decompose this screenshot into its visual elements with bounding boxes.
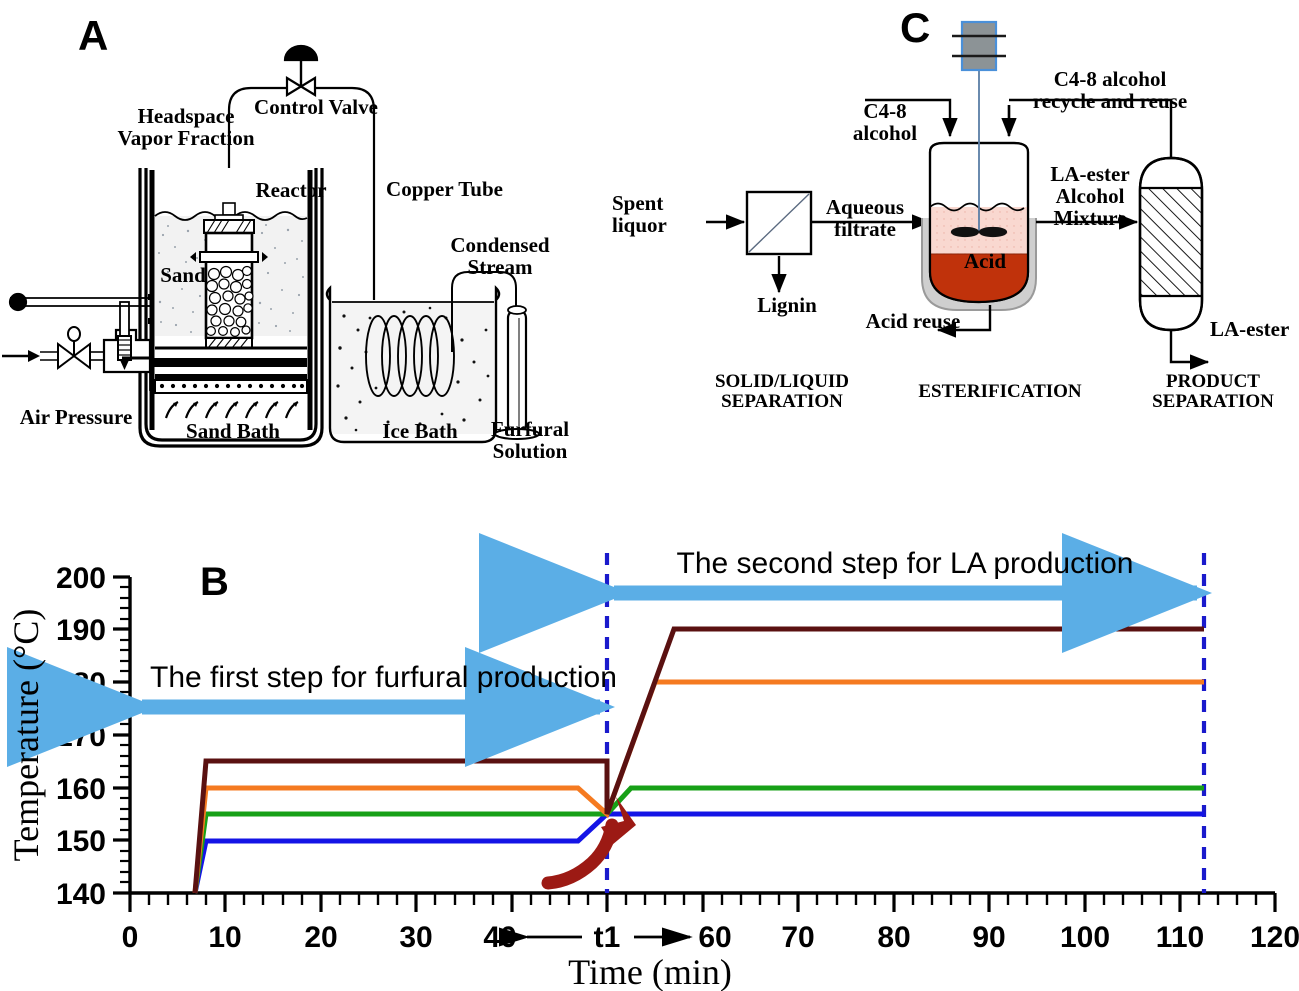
furfural-test-tube xyxy=(494,305,540,440)
label-copper-tube: Copper Tube xyxy=(386,177,503,201)
panel-b-chart: B 2 xyxy=(6,533,1299,991)
hand-valve-icon xyxy=(57,326,91,370)
panel-a-apparatus-diagram xyxy=(2,44,540,448)
x-tick-label: 70 xyxy=(781,921,814,954)
second-step-label: The second step for LA production xyxy=(677,547,1134,580)
panel-b-letter: B xyxy=(200,560,229,604)
air-flow-arrows-icon xyxy=(164,401,299,419)
arrow-la-ester-product xyxy=(1169,330,1210,370)
arrow-acid-reuse xyxy=(936,305,992,338)
y-tick-label: 170 xyxy=(56,720,106,753)
x-tick-label: 30 xyxy=(399,921,432,954)
control-valve-icon xyxy=(283,44,319,97)
y-tick-label: 150 xyxy=(56,825,106,858)
chart-vlines xyxy=(604,553,1207,893)
first-step-label: The first step for furfural production xyxy=(150,661,617,694)
x-axis-title: Time (min) xyxy=(568,952,732,991)
x-tick-label: 10 xyxy=(208,921,241,954)
product-separation-column xyxy=(1138,156,1204,332)
solid-liquid-filter-box xyxy=(745,190,813,256)
annotation-first-step: The first step for furfural production xyxy=(6,647,617,767)
ice-bath-vessel xyxy=(325,271,517,444)
y-tick-label: 180 xyxy=(56,667,106,700)
x-tick-label: 80 xyxy=(877,921,910,954)
pressure-gauge-icon xyxy=(8,292,28,312)
label-air-pressure: Air Pressure xyxy=(19,405,133,429)
x-tick-label: 40 xyxy=(483,921,516,954)
x-tick-label: 0 xyxy=(122,921,139,954)
reactor-vessel xyxy=(190,202,268,349)
series-line-maroon xyxy=(192,626,1204,894)
x-axis-ticks xyxy=(128,893,1277,912)
y-axis-title: Temperature (°C) xyxy=(6,609,46,862)
stirrer-motor-icon xyxy=(952,20,1006,72)
caption-esterification: ESTERIFICATION xyxy=(918,381,1082,402)
label-reactor: Reactor xyxy=(255,178,327,202)
label-acid-reuse: Acid reuse xyxy=(865,309,961,333)
ramp-curved-arrow-icon xyxy=(541,797,636,890)
y-tick-label: 140 xyxy=(56,878,106,911)
air-pressure-assembly xyxy=(2,292,156,391)
x-tick-label: 20 xyxy=(304,921,337,954)
chart-axes xyxy=(128,577,1275,895)
copper-tube-line xyxy=(227,86,376,352)
panel-a-letter: A xyxy=(78,12,109,59)
arrow-c48-alcohol-feed xyxy=(865,98,958,138)
x-axis-tick-labels: 0 10 20 30 40 t1 60 70 80 90 100 110 120 xyxy=(122,921,1299,954)
x-tick-label: 110 xyxy=(1156,921,1204,954)
panel-c-process-diagram xyxy=(706,20,1210,370)
y-tick-label: 190 xyxy=(56,614,106,647)
y-tick-label: 160 xyxy=(56,773,106,806)
label-control-valve: Control Valve xyxy=(254,95,378,119)
x-tick-label: 90 xyxy=(972,921,1005,954)
x-tick-label: 120 xyxy=(1250,921,1299,954)
x-tick-label-t1: t1 xyxy=(594,921,621,954)
y-tick-label: 200 xyxy=(56,562,106,595)
annotation-second-step: The second step for LA production xyxy=(479,533,1212,653)
y-axis-tick-labels: 200 190 180 170 160 150 140 xyxy=(56,562,106,911)
label-la-ester-product: LA-ester xyxy=(1210,317,1290,341)
esterification-reactor xyxy=(921,20,1037,311)
x-tick-label: 60 xyxy=(698,921,731,954)
line-recycle-return xyxy=(1009,98,1173,158)
label-acid: Acid xyxy=(964,249,1006,273)
label-sand-bath: Sand Bath xyxy=(186,419,280,443)
panel-c-letter: C xyxy=(900,4,931,51)
label-sand: Sand xyxy=(160,263,206,287)
label-lignin: Lignin xyxy=(757,293,817,317)
x-tick-label: 100 xyxy=(1060,921,1110,954)
label-ice-bath: Ice Bath xyxy=(382,419,458,443)
series-line-blue xyxy=(192,811,1204,894)
sand-bath-support-shelf xyxy=(122,346,308,394)
condenser-coil-icon xyxy=(365,315,455,397)
y-axis-ticks xyxy=(113,575,130,895)
chart-series-group xyxy=(192,626,1204,894)
